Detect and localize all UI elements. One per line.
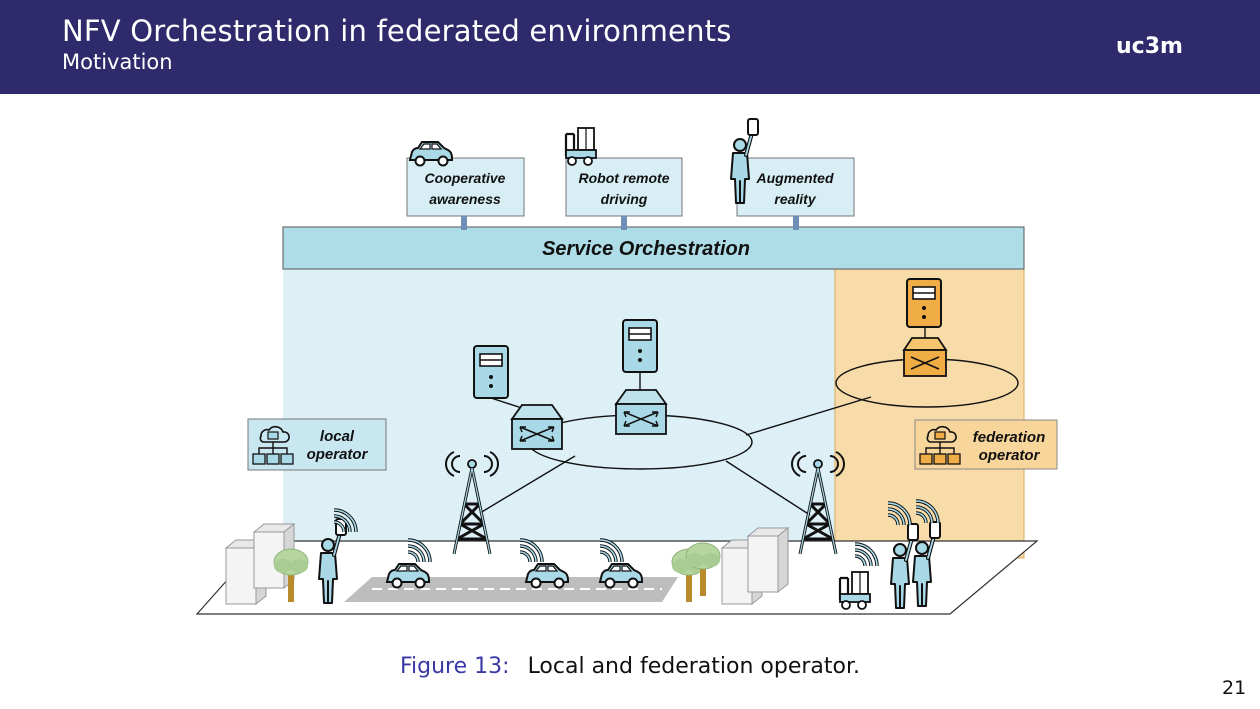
- slide-title: NFV Orchestration in federated environme…: [62, 14, 732, 48]
- svg-text:awareness: awareness: [429, 191, 501, 207]
- local-operator-box: local operator: [247, 418, 387, 471]
- svg-text:reality: reality: [774, 191, 816, 207]
- svg-text:operator: operator: [307, 446, 369, 463]
- federation-operator-box: federation operator: [914, 419, 1058, 470]
- federation-diagram: Service Orchestration Cooperative awaren…: [195, 117, 1058, 615]
- svg-text:Cooperative: Cooperative: [425, 170, 506, 186]
- service-cooperative-awareness: Cooperative awareness: [406, 141, 525, 230]
- building-icon: [747, 527, 789, 593]
- tower-link-right: [725, 460, 811, 516]
- uc3m-logo: uc3m: [1116, 34, 1183, 59]
- switch-icon: [511, 404, 563, 450]
- server-icon: [906, 278, 942, 328]
- service-orchestration-bar: [282, 226, 1025, 270]
- figure-number: Figure 13:: [399, 654, 510, 679]
- switch-icon: [615, 389, 667, 435]
- local-domain-area: [283, 268, 835, 558]
- figure-caption: Figure 13: Local and federation operator.: [0, 654, 1260, 679]
- page-number: 21: [1222, 677, 1247, 699]
- svg-text:driving: driving: [601, 191, 648, 207]
- tower-link-left: [479, 455, 576, 514]
- slide-subtitle: Motivation: [62, 50, 173, 74]
- svg-text:local: local: [320, 428, 355, 445]
- road: [344, 577, 678, 602]
- service-robot-remote-driving: Robot remote driving: [564, 126, 683, 230]
- svg-text:Robot remote: Robot remote: [579, 170, 670, 186]
- service-orchestration-label: Service Orchestration: [542, 238, 750, 260]
- server-icon: [473, 345, 509, 399]
- inter-domain-link: [745, 396, 872, 436]
- svg-text:federation: federation: [973, 429, 1046, 446]
- svg-text:operator: operator: [979, 447, 1041, 464]
- header-bar: NFV Orchestration in federated environme…: [0, 0, 1260, 94]
- svg-text:Augmented: Augmented: [756, 170, 834, 186]
- switch-icon: [903, 337, 947, 377]
- service-augmented-reality: Augmented reality: [729, 117, 855, 230]
- figure-caption-text: Local and federation operator.: [527, 654, 860, 679]
- server-icon: [622, 319, 658, 373]
